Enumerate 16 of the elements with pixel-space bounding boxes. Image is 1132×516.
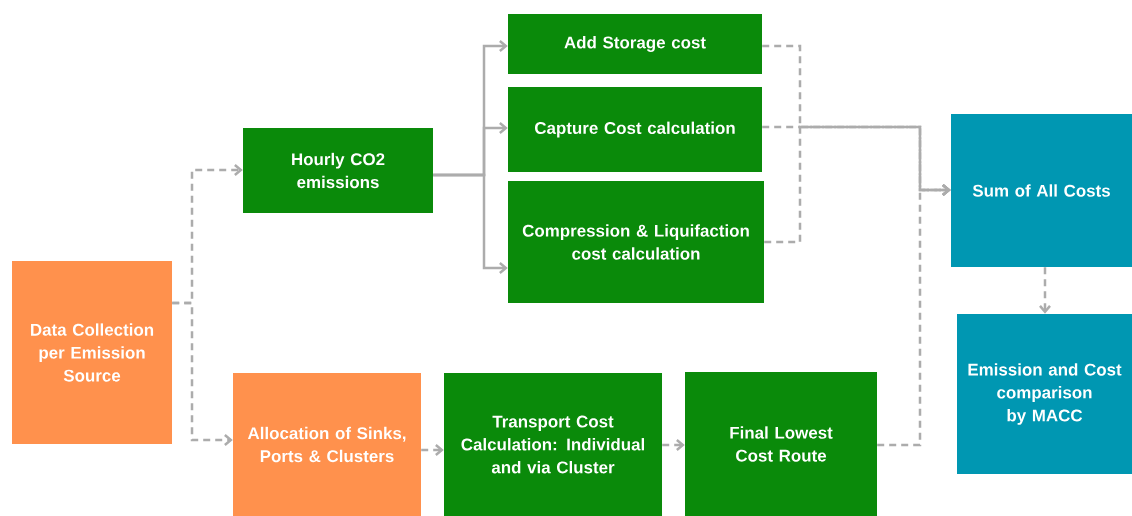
process-box: Allocation of Sinks, Ports & Clusters (233, 373, 421, 516)
arrow (421, 444, 444, 456)
process-box: Final Lowest Cost Route (685, 372, 877, 516)
process-box: Transport Cost Calculation: Individual and via Cluster (444, 373, 662, 516)
arrow (1039, 267, 1051, 314)
process-box: Sum of All Costs (951, 114, 1132, 267)
arrow (433, 173, 508, 274)
arrow (877, 184, 951, 447)
arrow (172, 301, 233, 446)
process-box: Data Collection per Emission Source (12, 261, 172, 444)
process-box: Compression & Liquifaction cost calculation (508, 181, 764, 303)
process-box: Emission and Cost comparison by MACC (957, 314, 1132, 474)
process-box: Capture Cost calculation (508, 87, 762, 172)
process-box: Add Storage cost (508, 14, 762, 74)
arrow (662, 439, 685, 451)
process-box: Hourly CO2 emissions (243, 128, 433, 213)
